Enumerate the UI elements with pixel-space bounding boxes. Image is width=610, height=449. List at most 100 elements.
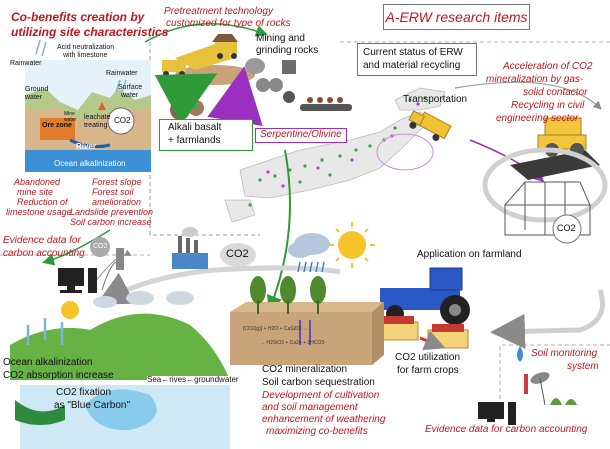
pretreatment-line1: Pretreatment technology [164, 6, 273, 17]
acceleration-line5: engineering sector [496, 113, 579, 124]
application-farmland-label: Application on farmland [417, 249, 522, 260]
acid-neutralization-line1: Acid neutralization [57, 44, 115, 51]
acceleration-line3: solid contactor [523, 87, 588, 98]
utilization-line1: CO2 utilization [395, 352, 461, 363]
acceleration-line4: Recycling in civil [511, 100, 585, 111]
co-benefits-heading-line2: utilizing site characteristics [11, 25, 169, 39]
factory [172, 227, 208, 269]
alkali-line2: + farmlands [168, 135, 221, 146]
current-status-box: Current status of ERW and material recyc… [357, 43, 477, 76]
abandoned-line4: limestone usage [6, 207, 72, 217]
sensor-device [90, 237, 124, 291]
ground-water-line2: water [25, 94, 43, 101]
computer-left [58, 268, 97, 293]
pretreatment-line2: customized for type of rocks [166, 18, 291, 29]
ocean-bottom-line1: Ocean alkalinization [3, 357, 93, 368]
mineralization-line1: CO2 mineralization [262, 364, 348, 375]
equation-line2: → H2SiO3 + Ca2+ + 2HCO3- [260, 340, 326, 346]
alkali-line1: Alkali basalt [168, 122, 222, 133]
title: A-ERW research items [383, 4, 530, 30]
sea-rivers-label: Sea←rives←groundwater [147, 375, 239, 385]
crop-plants [250, 276, 326, 314]
purple-arrow-big [207, 66, 263, 127]
gray-arrow-transport [454, 81, 602, 110]
clouds-left [93, 291, 194, 308]
soil-sensor-plants [550, 398, 577, 405]
equation-line1: [CO2(g)] + H2O + CaSiO3 → [243, 326, 308, 332]
ocean-bottom-line2: CO2 absorption increase [3, 370, 114, 381]
rainwater-left: Rainwater [10, 60, 42, 67]
soil-monitoring-line2: system [567, 361, 599, 372]
abandoned-line3: Reduction of [17, 197, 68, 207]
ocean-bottom-line3: CO2 fixation [56, 387, 112, 398]
ground-water-line1: Ground [25, 86, 49, 93]
thermometer [524, 374, 528, 394]
serpentine-olivine-label: Serpentine/Olivine [255, 128, 347, 143]
current-status-line1: Current status of ERW [363, 47, 463, 58]
mine-cross-section [25, 39, 151, 172]
greenhouse-co2-label: CO2 [557, 223, 576, 233]
mining-line1: Mining and [256, 33, 305, 44]
co2-cloud-left-label: CO2 [93, 243, 108, 250]
gray-cycle-arrow-left [96, 265, 341, 305]
soil-block [230, 302, 384, 365]
computer-right [478, 402, 516, 425]
co2-factory-label: CO2 [226, 248, 249, 260]
green-arrow-big [154, 73, 218, 125]
rainwater-right: Rainwater [106, 70, 138, 77]
satellite-dish [530, 372, 550, 406]
forest-line2: Forest soil [92, 187, 134, 197]
abandoned-line2: mine site [17, 187, 54, 197]
ore-zone-label: Ore zone [42, 122, 72, 129]
left-landscape [10, 313, 230, 449]
forest-line3: amelioration [92, 197, 142, 207]
evidence-left-line2: carbon accounting [3, 248, 85, 259]
acceleration-line2: mineralization by gas- [486, 74, 584, 85]
gray-arrow-evidence [94, 249, 132, 283]
mine-water-line2: water [64, 117, 77, 123]
co2-label-cross-section: CO2 [114, 116, 131, 125]
mineralization-line2: Soil carbon sequestration [262, 377, 375, 388]
forest-line4: Landslide prevention [70, 207, 154, 217]
acceleration-line1: Acceleration of CO2 [503, 61, 593, 72]
sun-left [61, 301, 79, 319]
soil-monitoring-line1: Soil monitoring [531, 348, 598, 359]
dashed-region-bottom [499, 344, 610, 420]
water-drop [517, 346, 523, 362]
surface-water-line1: Surface [118, 84, 143, 91]
left-arrows-up [26, 318, 64, 345]
green-arrow-top [144, 22, 268, 43]
abandoned-line1: Abandoned [14, 177, 61, 187]
current-status-line2: and material recycling [363, 60, 461, 71]
utilization-line2: for farm crops [397, 365, 459, 376]
transportation-label: Transportation [403, 94, 468, 105]
sun-top [329, 222, 375, 268]
forest-line1: Forest slope [92, 177, 142, 187]
alkali-basalt-box: Alkali basalt + farmlands [159, 119, 253, 151]
green-arrow-left [42, 229, 111, 266]
leachate-line2: treating [84, 122, 108, 129]
ocean-bottom-line4: as "Blue Carbon" [54, 400, 131, 411]
greenhouse [503, 181, 591, 236]
development-line3: enhancement of weathering [262, 414, 386, 425]
mining-line2: grinding rocks [256, 45, 319, 56]
evidence-right-label: Evidence data for carbon accounting [425, 424, 588, 435]
greenhouse-co2-bubble [552, 214, 582, 244]
surface-water-line2: water [121, 92, 139, 99]
forest-line5: Soil carbon increase [70, 217, 152, 227]
ocean-alkalinization-label: Ocean alkalinization [54, 159, 126, 168]
gray-cycle-arrow-right [490, 289, 605, 349]
development-line2: and soil management [262, 402, 358, 413]
co-benefits-heading-line1: Co-benefits creation by [11, 10, 145, 24]
mine-water-line1: Mine [64, 111, 75, 117]
river-label: River [76, 142, 97, 151]
soil-arrows [299, 320, 311, 345]
development-line1: Development of cultivation [262, 390, 380, 401]
co2-cloud-factory [220, 243, 256, 267]
evidence-left-line1: Evidence data for [3, 235, 81, 246]
red-arrow [419, 330, 446, 351]
green-arrow-center [266, 149, 291, 312]
dump-truck [408, 110, 452, 141]
acid-neutralization-line2: with limestone [63, 52, 108, 59]
